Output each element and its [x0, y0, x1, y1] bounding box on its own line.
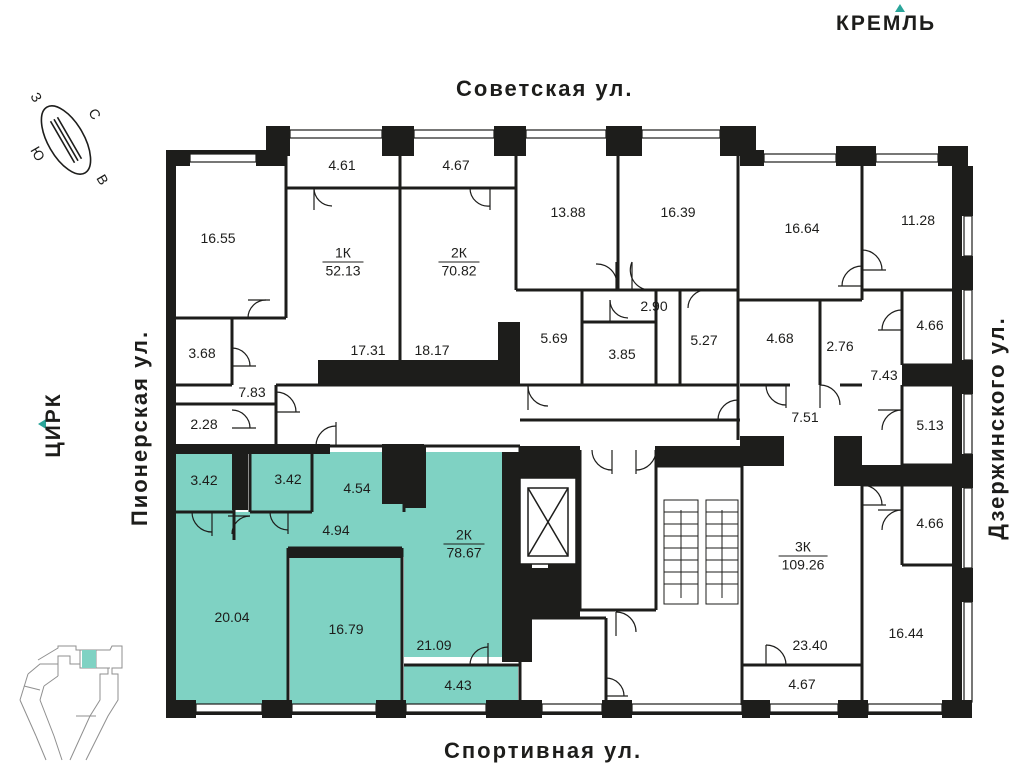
apartment-label[interactable]: 1К 52.13: [322, 244, 364, 280]
room-area: 7.51: [791, 409, 819, 425]
room-area: 4.94: [322, 522, 350, 538]
room-area: 3.85: [608, 346, 636, 362]
street-right: Дзержинского ул.: [984, 316, 1009, 540]
apartment-area: 78.67: [443, 543, 485, 562]
compass-east-label: В: [93, 172, 112, 188]
room-area: 4.68: [766, 330, 794, 346]
room-area: 4.67: [788, 676, 816, 692]
room-area: 7.83: [238, 384, 266, 400]
compass-west-label: З: [27, 90, 45, 105]
apartment-area: 109.26: [778, 555, 828, 574]
room-area: 4.61: [328, 157, 356, 173]
room-area: 16.44: [888, 625, 924, 641]
room-area: 16.39: [660, 204, 696, 220]
room-area: 2.28: [190, 416, 218, 432]
apartment-type: 3К: [795, 538, 811, 555]
room-area: 7.43: [870, 367, 898, 383]
apartment-label-selected[interactable]: 2К 78.67: [443, 526, 485, 562]
room-area: 3.68: [188, 345, 216, 361]
apartment-label[interactable]: 2К 70.82: [438, 244, 480, 280]
top-facade: [166, 126, 973, 703]
room-area: 16.55: [200, 230, 236, 246]
room-area: 11.28: [901, 212, 935, 228]
room-area: 16.79: [328, 621, 364, 637]
room-area: 18.17: [414, 342, 450, 358]
apartment-type: 1К: [335, 244, 351, 261]
room-area: 16.64: [784, 220, 820, 236]
room-area: 4.67: [442, 157, 470, 173]
landmark-circus: ЦИРК: [42, 392, 65, 458]
apartment-area: 52.13: [322, 261, 364, 280]
street-bottom: Спортивная ул.: [444, 738, 643, 763]
room-area: 5.27: [690, 332, 718, 348]
room-area: 17.31: [350, 342, 386, 358]
room-area: 20.04: [214, 609, 250, 625]
compass-north-label: С: [85, 106, 104, 123]
bottom-facade: [166, 700, 972, 718]
room-area: 2.76: [826, 338, 854, 354]
street-top: Советская ул.: [456, 76, 634, 101]
building-keyplan-icon: [19, 645, 123, 761]
room-area: 5.69: [540, 330, 568, 346]
landmark-kremlin: КРЕМЛЬ: [836, 12, 937, 35]
room-area: 4.66: [916, 515, 944, 531]
apartment-label[interactable]: 3К 109.26: [778, 538, 828, 574]
room-area: 3.42: [274, 471, 302, 487]
apartment-area: 70.82: [438, 261, 480, 280]
room-area: 13.88: [550, 204, 586, 220]
apartment-type: 2К: [456, 526, 472, 543]
street-left: Пионерская ул.: [127, 329, 152, 527]
room-area: 23.40: [792, 637, 828, 653]
room-area: 2.90: [640, 298, 668, 314]
compass-icon: [40, 105, 92, 175]
room-area: 21.09: [416, 637, 452, 653]
kremlin-marker-icon: [895, 4, 905, 12]
keyplan-selected-section: [82, 650, 96, 668]
room-area: 5.13: [916, 417, 944, 433]
room-area: 4.54: [343, 480, 371, 496]
room-area: 3.42: [190, 472, 218, 488]
staircase: [663, 499, 739, 605]
apartment-type: 2К: [451, 244, 467, 261]
room-area: 4.43: [444, 677, 472, 693]
door-swings: [191, 187, 903, 697]
elevator: [519, 477, 577, 565]
room-area: 4.66: [916, 317, 944, 333]
compass-south-label: Ю: [27, 144, 48, 164]
circus-marker-icon: [38, 419, 46, 429]
